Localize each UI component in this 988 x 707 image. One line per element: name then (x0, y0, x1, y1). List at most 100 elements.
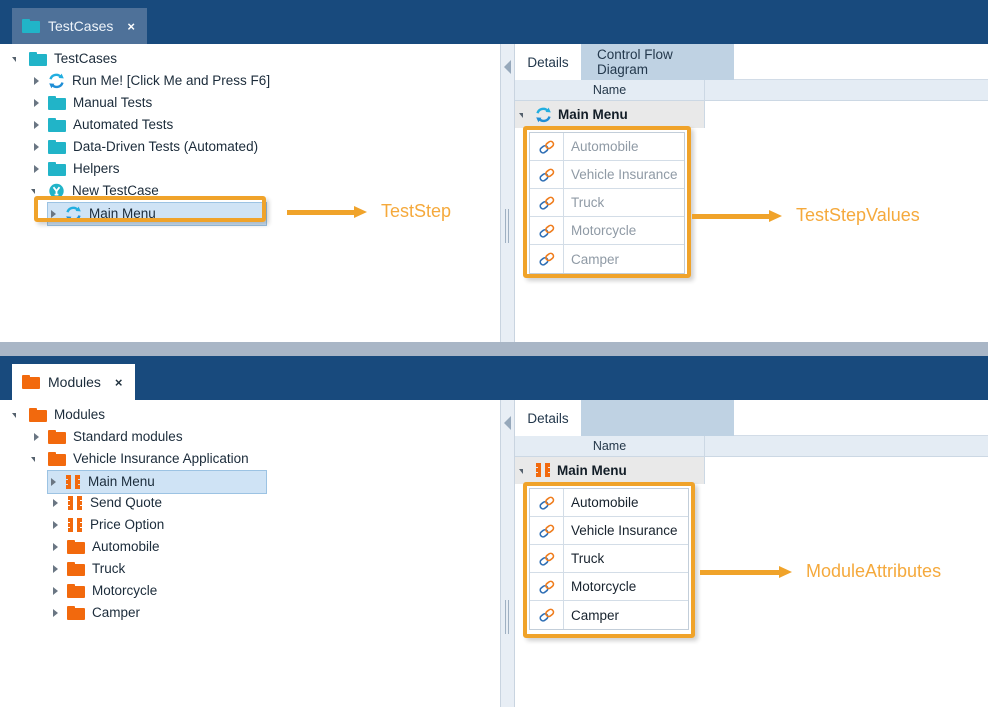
chevron-right-icon[interactable] (31, 98, 41, 108)
tree-row[interactable]: Automated Tests (31, 114, 173, 136)
attribute-row[interactable]: Camper (530, 601, 688, 629)
tree-row[interactable]: Data-Driven Tests (Automated) (31, 136, 258, 158)
attribute-row[interactable]: Vehicle Insurance (530, 517, 688, 545)
tree-row[interactable]: Helpers (31, 158, 120, 180)
close-icon[interactable]: × (127, 18, 135, 34)
chevron-left-icon[interactable] (504, 416, 511, 430)
document-tab-testcases[interactable]: TestCases × (12, 8, 147, 44)
chevron-down-icon[interactable] (519, 466, 529, 476)
tree-row[interactable]: Modules (12, 404, 105, 426)
teststep-details-pane: Details Control Flow Diagram Name (500, 44, 988, 342)
refresh-teal-icon (535, 107, 552, 123)
attribute-row[interactable]: Motorcycle (530, 217, 684, 245)
chevron-right-icon[interactable] (31, 142, 41, 152)
tree-row[interactable]: Standard modules (31, 426, 183, 448)
chevron-down-icon[interactable] (12, 54, 22, 64)
attribute-row[interactable]: Truck (530, 189, 684, 217)
chevron-down-icon[interactable] (31, 186, 41, 196)
splitter-grip[interactable] (505, 209, 510, 243)
tree-row[interactable]: Price Option (50, 514, 164, 536)
chevron-right-icon[interactable] (48, 477, 58, 487)
tree-row[interactable]: Send Quote (50, 492, 162, 514)
tree-row[interactable]: New TestCase (31, 180, 159, 202)
tree-row-selected[interactable]: Main Menu (47, 470, 267, 494)
tree-row[interactable]: Camper (50, 602, 140, 624)
tree-row[interactable]: TestCases (12, 48, 117, 70)
annotation-label: TestStepValues (796, 205, 920, 225)
chevron-right-icon[interactable] (50, 608, 60, 618)
link-cell (530, 517, 564, 544)
tree-row[interactable]: Truck (50, 558, 125, 580)
tab-filler (581, 400, 734, 436)
link-cell (530, 601, 564, 629)
chevron-right-icon[interactable] (50, 498, 60, 508)
chevron-down-icon[interactable] (519, 110, 529, 120)
attribute-name: Motorcycle (571, 223, 637, 238)
chevron-right-icon[interactable] (31, 76, 41, 86)
link-icon (538, 523, 556, 539)
tree-row[interactable]: Automobile (50, 536, 160, 558)
details-root-label: Main Menu (558, 107, 628, 122)
chevron-right-icon[interactable] (48, 209, 58, 219)
tab-details[interactable]: Details (515, 400, 581, 436)
tree-row[interactable]: Motorcycle (50, 580, 157, 602)
chevron-right-icon[interactable] (50, 564, 60, 574)
chevron-down-icon[interactable] (31, 454, 41, 464)
tree-row-label: Manual Tests (73, 95, 153, 110)
details-tabstrip: Details Control Flow Diagram (515, 44, 988, 80)
details-root-row[interactable]: Main Menu (515, 101, 705, 128)
tree-row[interactable]: Vehicle Insurance Application (31, 448, 249, 470)
link-icon (538, 139, 556, 155)
chevron-right-icon[interactable] (50, 520, 60, 530)
folder-orange-icon (22, 375, 40, 389)
pane-splitter[interactable] (501, 400, 515, 707)
link-icon (538, 167, 556, 183)
attribute-row[interactable]: Camper (530, 245, 684, 273)
close-icon[interactable]: × (114, 374, 123, 390)
arrow-icon (700, 565, 792, 578)
attribute-row[interactable]: Automobile (530, 133, 684, 161)
tree-row-label: Price Option (90, 517, 165, 532)
tab-control-flow-diagram[interactable]: Control Flow Diagram (581, 44, 734, 80)
chevron-down-icon[interactable] (12, 410, 22, 420)
tree-row-label: Automated Tests (73, 117, 174, 132)
tab-details-label: Details (527, 54, 569, 70)
tree-row[interactable]: Manual Tests (31, 92, 152, 114)
details-root-row[interactable]: Main Menu (515, 457, 705, 484)
chevron-right-icon[interactable] (31, 432, 41, 442)
attribute-row[interactable]: Vehicle Insurance (530, 161, 684, 189)
tree-row[interactable]: Run Me! [Click Me and Press F6] (31, 70, 270, 92)
document-tab-modules[interactable]: Modules × (12, 364, 135, 400)
tree-row-selected[interactable]: Main Menu (47, 202, 267, 226)
details-column-header: Name (515, 436, 988, 457)
chevron-right-icon[interactable] (31, 164, 41, 174)
module-orange-icon (67, 495, 83, 511)
link-cell (530, 133, 564, 160)
attribute-row[interactable]: Automobile (530, 489, 688, 517)
attribute-name: Motorcycle (571, 579, 637, 594)
folder-orange-icon (67, 540, 85, 554)
tab-details[interactable]: Details (515, 44, 581, 80)
module-orange-icon (67, 517, 83, 533)
pane-splitter[interactable] (501, 44, 515, 342)
attribute-row[interactable]: Truck (530, 545, 688, 573)
details-tabstrip: Details (515, 400, 988, 436)
refresh-teal-icon (48, 73, 65, 89)
link-icon (538, 195, 556, 211)
folder-orange-icon (67, 584, 85, 598)
chevron-left-icon[interactable] (504, 60, 511, 74)
link-icon (538, 495, 556, 511)
tree-row-label: Helpers (73, 161, 120, 176)
chevron-right-icon[interactable] (31, 120, 41, 130)
chevron-right-icon[interactable] (50, 586, 60, 596)
folder-teal-icon (22, 19, 40, 33)
attribute-row[interactable]: Motorcycle (530, 573, 688, 601)
splitter-grip[interactable] (505, 600, 510, 634)
chevron-right-icon[interactable] (50, 542, 60, 552)
tree-row-label: Data-Driven Tests (Automated) (73, 139, 259, 154)
